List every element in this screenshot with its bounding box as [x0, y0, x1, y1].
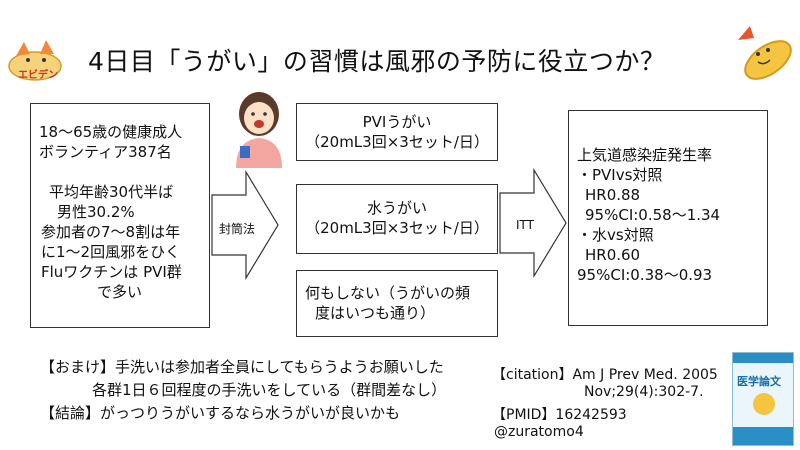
bonus-note-line1: 【おまけ】手洗いは参加者全員にしてもらうようお願いした [40, 358, 444, 376]
group-control-box: 何もしない（うがいの頻 度はいつも通り） [296, 270, 498, 337]
participants-line: 男性30.2% [57, 203, 135, 221]
group-water-name: 水うがい [366, 199, 427, 217]
participants-text: 18〜65歳の健康成人 ボランティア387名 平均年齢30代半ば 男性30.2%… [39, 122, 203, 302]
results-box: 上気道感染症発生率 ・PVIvs対照 HR0.88 95%CI:0.58〜1.3… [568, 110, 768, 326]
book-cover-bottom-band [733, 427, 793, 445]
participants-line: 18〜65歳の健康成人 [39, 123, 183, 141]
participants-spacer [39, 162, 203, 182]
results-line: ・水vs対照 [577, 226, 654, 244]
gargling-person-illustration [228, 84, 290, 170]
results-line: ・PVIvs対照 [577, 166, 663, 184]
participants-line: に1〜2回風邪をひく [41, 243, 181, 261]
participants-line: ボランティア387名 [39, 143, 172, 161]
results-line: HR0.88 [585, 186, 641, 204]
book-cover-top-band [733, 353, 793, 363]
conclusion-note: 【結論】がっつりうがいするなら水うがいが良いかも [40, 404, 401, 422]
participants-line: 平均年齢30代半ば [49, 183, 174, 201]
evidence-logo: エビデン [6, 36, 64, 84]
analysis-arrow [499, 168, 567, 278]
participants-line: 参加者の7〜8割は年 [41, 223, 181, 241]
pmid: 【PMID】16242593 [492, 407, 627, 423]
results-line: 95%CI:0.38〜0.93 [577, 266, 713, 284]
group-pvi-box: PVIうがい （20mL3回×3セット/日） [296, 103, 498, 161]
randomization-label: 封筒法 [219, 222, 256, 236]
results-line: 95%CI:0.58〜1.34 [585, 206, 721, 224]
gargling-person-icon [236, 92, 282, 168]
citation-line2: Nov;29(4):302-7. [584, 384, 704, 400]
group-control-line: 度はいつも通り） [315, 304, 436, 322]
citation-line1: 【citation】Am J Prev Med. 2005 [492, 367, 718, 383]
group-pvi-dose: （20mL3回×3セット/日） [305, 133, 489, 151]
page-title: 4日目「うがい」の習慣は風邪の予防に役立つか？ [88, 47, 666, 76]
book-cover-title: 医学論文 [737, 375, 781, 388]
book-cover-image: 医学論文 [732, 352, 794, 446]
group-control-line: 何もしない（うがいの頻 [305, 284, 471, 302]
participants-box: 18〜65歳の健康成人 ボランティア387名 平均年齢30代半ば 男性30.2%… [30, 103, 210, 328]
author-handle: @zuratomo4 [494, 424, 584, 440]
tempura-decoration [728, 20, 798, 90]
participants-line: Fluワクチンは PVI群 [41, 263, 182, 281]
group-water-box: 水うがい （20mL3回×3セット/日） [296, 184, 498, 254]
analysis-label: ITT [516, 218, 534, 232]
participants-line: で多い [97, 283, 143, 301]
tempura-icon [738, 26, 792, 80]
results-line: 上気道感染症発生率 [577, 146, 713, 164]
book-cover-illustration [753, 393, 775, 415]
randomization-arrow [211, 170, 279, 280]
bonus-note-line2: 各群1日６回程度の手洗いをしている（群間差なし） [92, 381, 447, 399]
logo-text: エビデン [18, 70, 58, 81]
group-water-dose: （20mL3回×3セット/日） [305, 219, 489, 237]
results-line: HR0.60 [585, 246, 641, 264]
group-pvi-name: PVIうがい [362, 113, 432, 131]
shrimp-tempura-logo-icon [8, 40, 62, 81]
